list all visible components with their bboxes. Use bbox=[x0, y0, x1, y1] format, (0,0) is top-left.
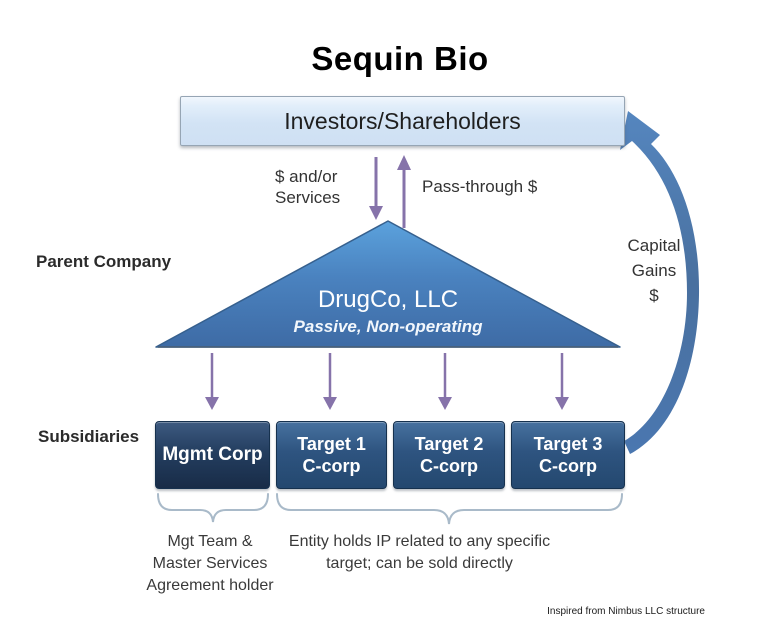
target2-box: Target 2 C-corp bbox=[393, 421, 505, 489]
services-flow-line2: Services bbox=[275, 188, 341, 207]
parent-company-label: Parent Company bbox=[36, 252, 172, 271]
targets-caption-line2: target; can be sold directly bbox=[326, 555, 513, 572]
targets-caption: Entity holds IP related to any specific … bbox=[272, 531, 567, 575]
subsidiaries-label: Subsidiaries bbox=[38, 427, 140, 446]
target1-sublabel: C-corp bbox=[302, 456, 361, 476]
capital-gains-line3: $ bbox=[649, 286, 659, 305]
footnote: Inspired from Nimbus LLC structure bbox=[547, 606, 705, 617]
targets-brace bbox=[276, 493, 623, 525]
passthrough-up-arrow bbox=[397, 155, 411, 228]
mgmt-brace bbox=[157, 493, 269, 523]
subsidiary-arrow-2 bbox=[323, 353, 337, 410]
capital-gains-line2: Gains bbox=[631, 261, 677, 280]
mgmt-caption: Mgt Team & Master Services Agreement hol… bbox=[120, 531, 300, 597]
mgmt-caption-line1: Mgt Team & bbox=[167, 533, 253, 550]
services-flow-line1: $ and/or bbox=[275, 167, 338, 186]
investors-shareholders-label: Investors/Shareholders bbox=[284, 107, 521, 134]
capital-gains-label: Capital Gains $ bbox=[612, 233, 696, 308]
investors-shareholders-box: Investors/Shareholders bbox=[180, 96, 625, 146]
capital-gains-line1: Capital bbox=[627, 236, 681, 255]
target3-sublabel: C-corp bbox=[539, 456, 597, 476]
mgmt-caption-line2: Master Services bbox=[152, 555, 268, 572]
passthrough-flow-label: Pass-through $ bbox=[422, 177, 538, 196]
services-flow-label: $ and/or Services bbox=[275, 166, 340, 208]
subsidiary-arrow-3 bbox=[438, 353, 452, 410]
page-title: Sequin Bio bbox=[311, 40, 489, 77]
capital-gains-arrow bbox=[620, 111, 700, 454]
target2-sublabel: C-corp bbox=[420, 456, 478, 476]
subsidiary-arrow-4 bbox=[555, 353, 569, 410]
target1-box: Target 1 C-corp bbox=[276, 421, 387, 489]
targets-caption-line1: Entity holds IP related to any specific bbox=[288, 533, 551, 550]
target3-box: Target 3 C-corp bbox=[511, 421, 625, 489]
services-down-arrow bbox=[369, 157, 383, 220]
target2-label: Target 2 bbox=[414, 434, 484, 454]
mgmt-corp-box: Mgmt Corp bbox=[155, 421, 270, 489]
subsidiary-arrow-1 bbox=[205, 353, 219, 410]
mgmt-corp-label: Mgmt Corp bbox=[162, 444, 263, 465]
target3-label: Target 3 bbox=[533, 434, 603, 454]
target1-label: Target 1 bbox=[297, 434, 366, 454]
mgmt-caption-line3: Agreement holder bbox=[146, 577, 274, 594]
drugco-name: DrugCo, LLC bbox=[317, 286, 459, 313]
drugco-subtitle: Passive, Non-operating bbox=[293, 317, 483, 336]
